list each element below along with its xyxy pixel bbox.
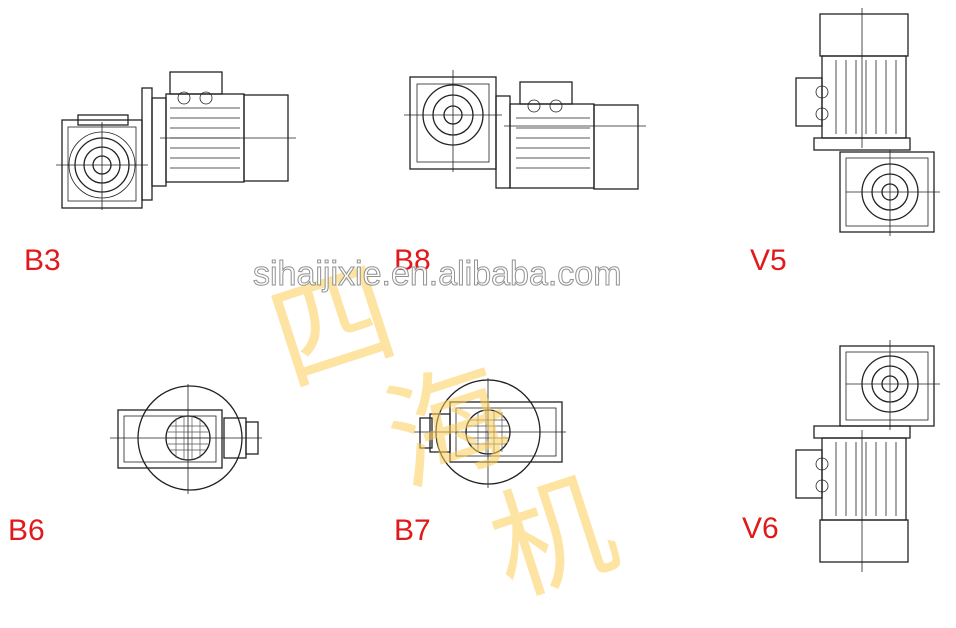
b7-gear-motor-drawing — [414, 378, 566, 488]
watermark-site-text: sihaijixie.en.alibaba.com — [253, 255, 623, 294]
v5-gear-motor-drawing — [795, 8, 940, 236]
mounting-label-b7: B7 — [394, 514, 431, 547]
mounting-label-b3: B3 — [24, 244, 61, 277]
mounting-label-b8: B8 — [394, 244, 431, 277]
v6-gear-motor-drawing — [795, 340, 940, 572]
mounting-label-b6: B6 — [8, 514, 45, 547]
b8-gear-motor-drawing — [404, 70, 646, 190]
mounting-label-v5: V5 — [750, 244, 787, 277]
b6-gear-motor-drawing — [110, 384, 262, 494]
mounting-label-v6: V6 — [742, 512, 779, 545]
b3-gear-motor-drawing — [56, 71, 296, 210]
